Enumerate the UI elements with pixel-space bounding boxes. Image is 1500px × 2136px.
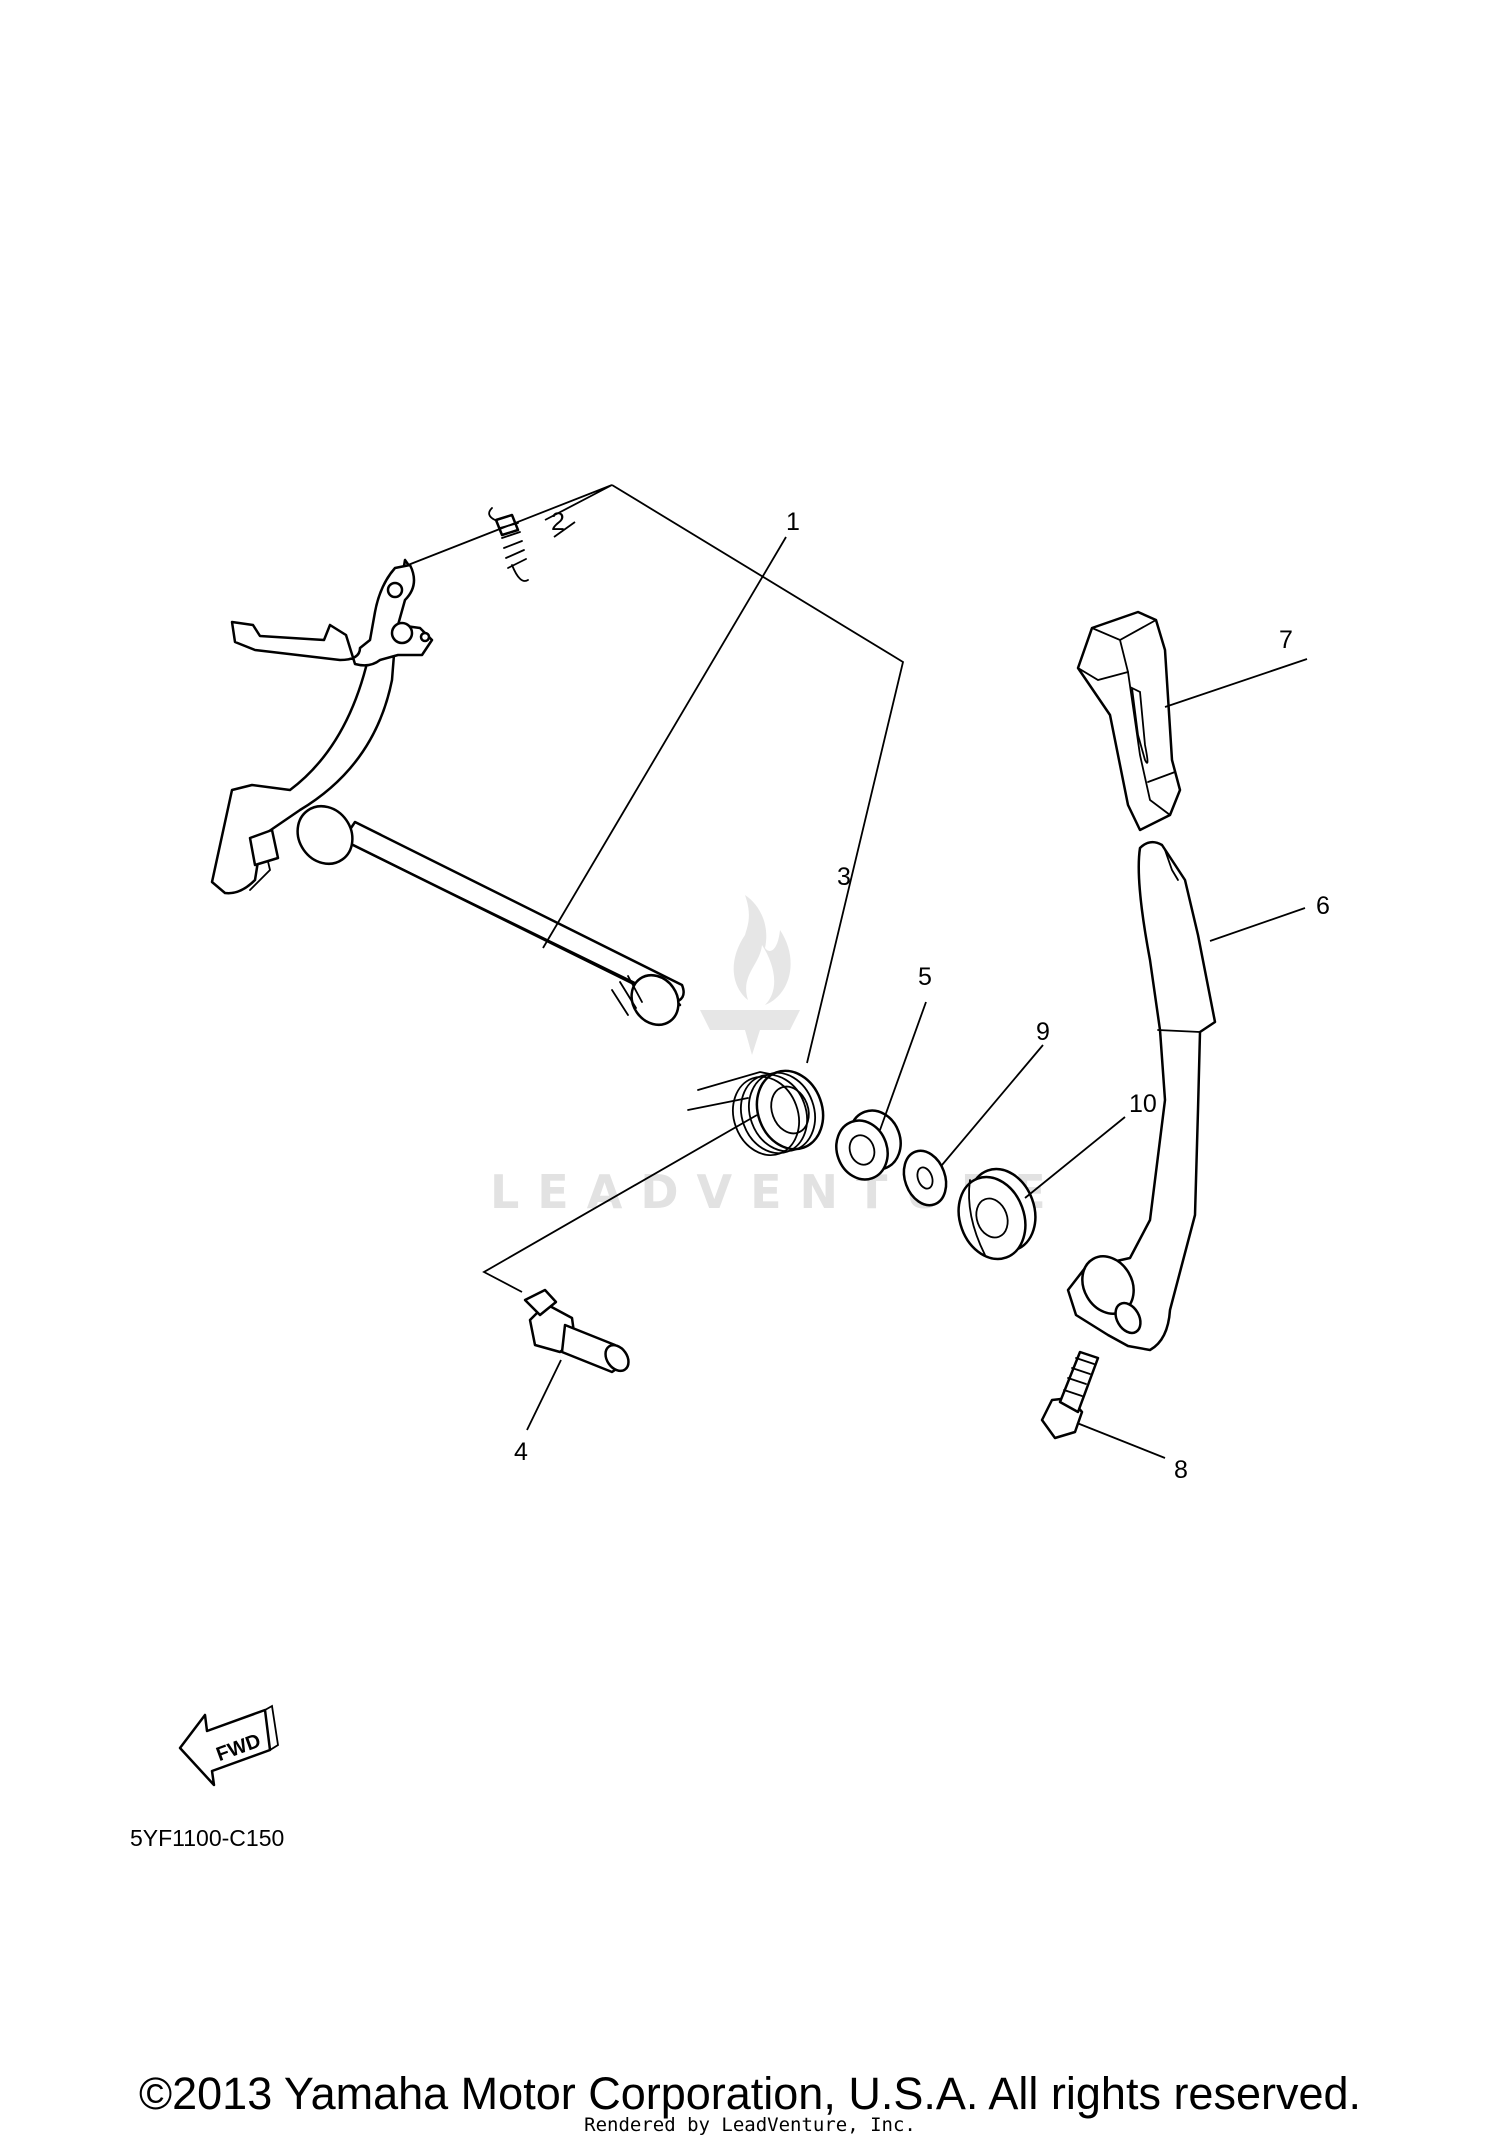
callout-5: 5 <box>918 963 932 991</box>
pedal-rubber <box>1076 610 1182 832</box>
shift-shaft-assembly <box>210 558 685 1027</box>
pedal-bolt <box>1040 1350 1100 1440</box>
leadventure-watermark: LEADVENTURE <box>490 895 1064 1219</box>
callout-8: 8 <box>1174 1456 1188 1484</box>
callout-9: 9 <box>1036 1018 1050 1046</box>
bushing <box>835 1109 902 1181</box>
rendered-by-credit: Rendered by LeadVenture, Inc. <box>584 2114 916 2136</box>
small-spring <box>488 507 529 582</box>
callout-3: 3 <box>837 863 851 891</box>
copyright-notice: ©2013 Yamaha Motor Corporation, U.S.A. A… <box>138 2068 1362 2119</box>
diagram-code: 5YF1100-C150 <box>130 1825 285 1851</box>
stud-bolt <box>523 1288 630 1374</box>
callout-7: 7 <box>1279 626 1293 654</box>
callout-2: 2 <box>551 508 565 536</box>
watermark-text: LEADVENTURE <box>490 1165 1064 1219</box>
callouts: 1 2 3 4 5 6 7 8 9 10 <box>514 508 1330 1484</box>
oil-seal <box>957 1167 1037 1261</box>
washer <box>902 1149 948 1207</box>
callout-10: 10 <box>1129 1090 1157 1118</box>
leader-lines <box>407 484 1308 1459</box>
torsion-spring <box>687 1069 825 1157</box>
callout-6: 6 <box>1316 892 1330 920</box>
callout-4: 4 <box>514 1438 528 1466</box>
shift-pedal <box>1066 840 1217 1352</box>
callout-1: 1 <box>786 508 800 536</box>
fwd-arrow-icon: FWD <box>178 1704 279 1787</box>
